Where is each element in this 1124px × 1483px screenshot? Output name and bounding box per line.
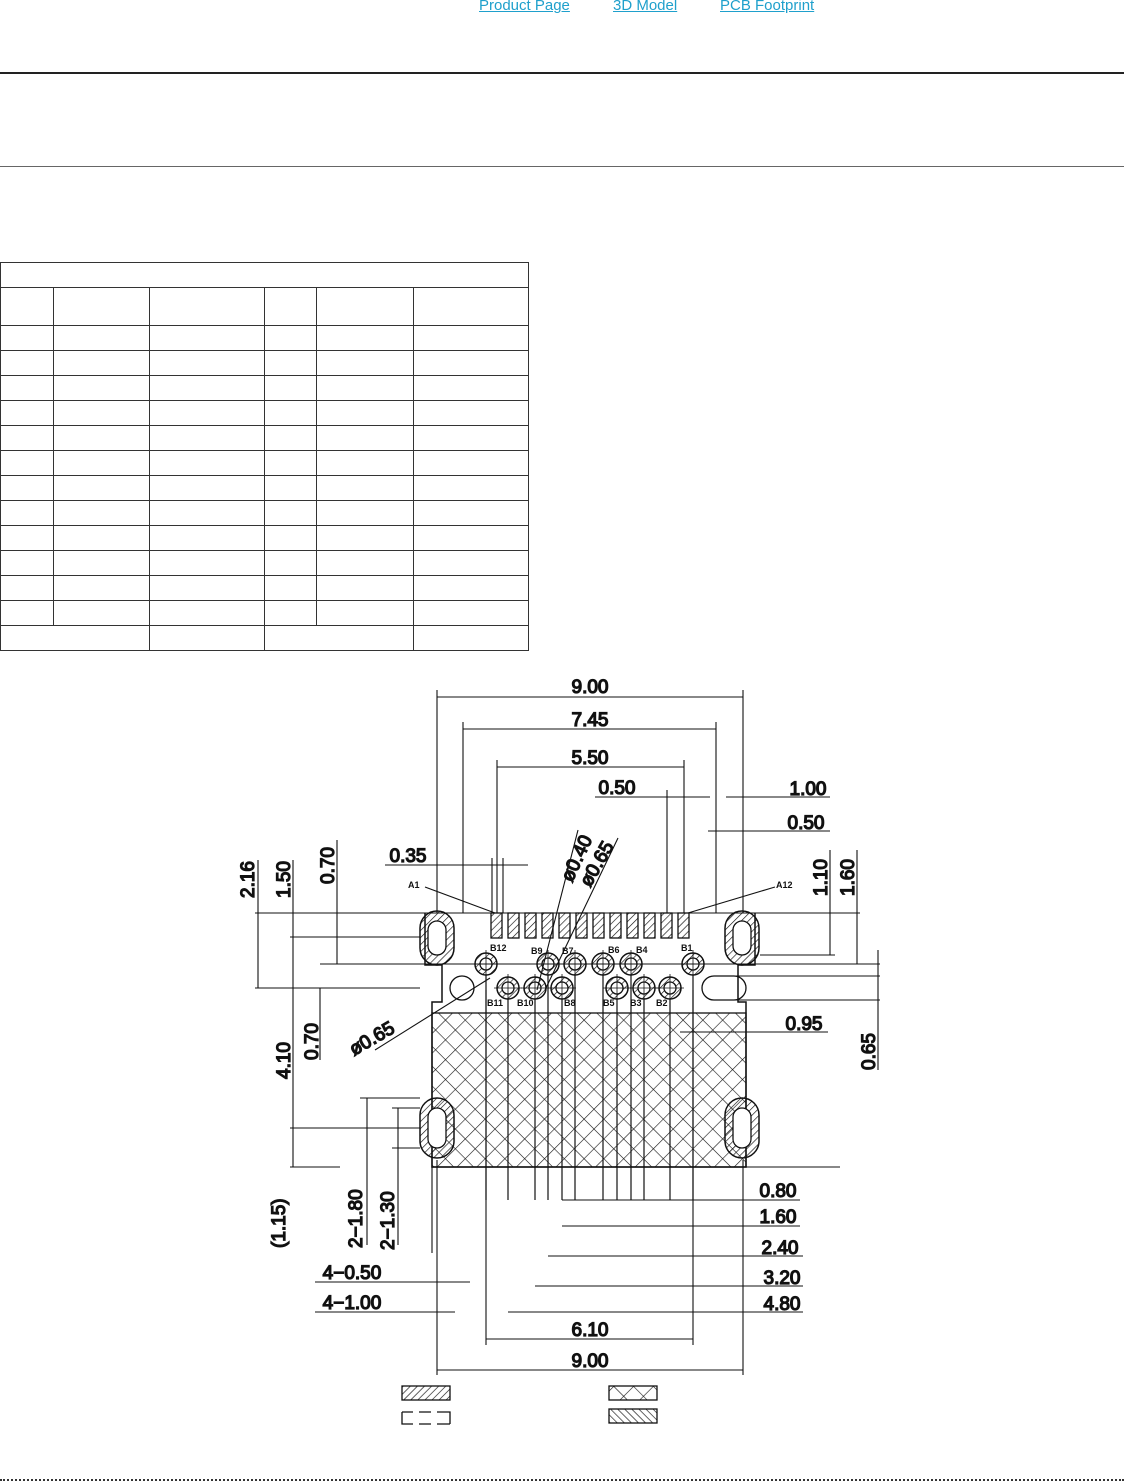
- dim-slot-width: 1.00: [790, 779, 827, 800]
- dim-slot-span: 7.45: [572, 710, 609, 731]
- table-row: [0, 475, 529, 501]
- table-header-row: [0, 287, 529, 326]
- dim-110: 1.10: [811, 859, 832, 896]
- dim-070b: 0.70: [302, 1023, 323, 1060]
- crosshatch-keepout: [431, 1012, 747, 1168]
- dim-160b: 1.60: [760, 1207, 797, 1228]
- dim-overall-top: 9.00: [572, 677, 609, 698]
- through-holes: [472, 950, 707, 1002]
- smd-pad: [643, 912, 656, 939]
- through-hole: [521, 974, 549, 1002]
- dim-240: 2.40: [762, 1238, 799, 1259]
- dim-480: 4.80: [764, 1294, 801, 1315]
- dim-overall-bottom: 9.00: [572, 1351, 609, 1372]
- dim-065: 0.65: [859, 1033, 880, 1070]
- dim-pad-pitch: 0.50: [599, 778, 636, 799]
- dim-160: 1.60: [838, 859, 859, 896]
- slot-pads: [419, 910, 760, 1159]
- through-hole: [630, 974, 658, 1002]
- table-footer-row: [0, 625, 529, 651]
- table-row: [0, 450, 529, 476]
- smd-pad: [592, 912, 605, 939]
- pin-table: [0, 262, 529, 651]
- table-row: [0, 600, 529, 626]
- pin-label: B12: [490, 943, 507, 953]
- pin-label: B7: [562, 946, 574, 956]
- smd-pad: [575, 912, 588, 939]
- pin-label: B6: [608, 945, 620, 955]
- pin-label: B4: [636, 945, 648, 955]
- dim-4-050: 4−0.50: [323, 1263, 382, 1284]
- dim-610: 6.10: [572, 1320, 609, 1341]
- pin-label: B9: [531, 946, 543, 956]
- legend-outline-swatch: [401, 1411, 451, 1425]
- table-row: [0, 375, 529, 401]
- divider: [0, 166, 1124, 167]
- dim-410: 4.10: [274, 1042, 295, 1079]
- legend-keepout-swatch: [608, 1385, 658, 1401]
- dim-pad-width: 0.35: [390, 846, 427, 867]
- pin-labels: A1 A12 B12 B9 B7 B6 B4 B1 B11 B10 B8 B5 …: [408, 880, 793, 1008]
- pin-label: B10: [517, 998, 534, 1008]
- top-links: Product Page 3D Model PCB Footprint: [0, 0, 1124, 17]
- smd-pad: [626, 912, 639, 939]
- pin-label: B11: [487, 998, 503, 1008]
- through-hole: [603, 974, 631, 1002]
- dim-070: 0.70: [318, 847, 339, 884]
- dim-hole-065b: ø0.65: [346, 1018, 399, 1060]
- through-hole: [656, 974, 684, 1002]
- table-row: [0, 575, 529, 601]
- pin-label: B1: [681, 943, 693, 953]
- smd-pad: [507, 912, 520, 939]
- through-hole: [548, 974, 576, 1002]
- dim-slot-hole: 0.50: [788, 813, 825, 834]
- dim-150: 1.50: [274, 861, 295, 898]
- pin-label: A12: [776, 880, 793, 890]
- pin-label: B8: [564, 998, 576, 1008]
- dim-pad-span: 5.50: [572, 748, 609, 769]
- pin-label: B2: [656, 998, 668, 1008]
- dim-115: (1.15): [269, 1198, 290, 1248]
- dimension-lines: [255, 690, 880, 1375]
- through-hole: [494, 974, 522, 1002]
- pin-label: B5: [603, 998, 615, 1008]
- smd-pad: [490, 912, 503, 939]
- dim-095: 0.95: [786, 1014, 823, 1035]
- smd-pads: [490, 912, 690, 939]
- legend-pad-swatch: [401, 1385, 451, 1401]
- dim-2-130: 2−1.30: [378, 1191, 399, 1250]
- dim-080: 0.80: [760, 1181, 797, 1202]
- legend-hatch-swatch: [608, 1408, 658, 1424]
- divider: [0, 72, 1124, 74]
- smd-pad: [524, 912, 537, 939]
- dim-216: 2.16: [238, 861, 259, 898]
- dim-4-100: 4−1.00: [323, 1293, 382, 1314]
- table-row: [0, 525, 529, 551]
- pcb-footprint-link[interactable]: PCB Footprint: [720, 0, 815, 14]
- dimension-labels: 9.00 7.45 5.50 0.50 1.00 0.50 0.35 ø0.40…: [237, 676, 880, 1372]
- product-page-link[interactable]: Product Page: [479, 0, 570, 14]
- pin-label: A1: [408, 880, 420, 890]
- dotted-divider: [0, 1479, 1124, 1481]
- smd-pad: [677, 912, 690, 939]
- smd-pad: [609, 912, 622, 939]
- smd-pad: [660, 912, 673, 939]
- table-row: [0, 550, 529, 576]
- dim-2-180: 2−1.80: [346, 1189, 367, 1248]
- legend: [401, 1385, 658, 1425]
- table-row: [0, 325, 529, 351]
- pin-label: B3: [630, 998, 642, 1008]
- smd-pad: [558, 912, 571, 939]
- 3d-model-link[interactable]: 3D Model: [613, 0, 678, 14]
- table-row: [0, 350, 529, 376]
- dim-320: 3.20: [764, 1268, 801, 1289]
- table-row: [0, 500, 529, 526]
